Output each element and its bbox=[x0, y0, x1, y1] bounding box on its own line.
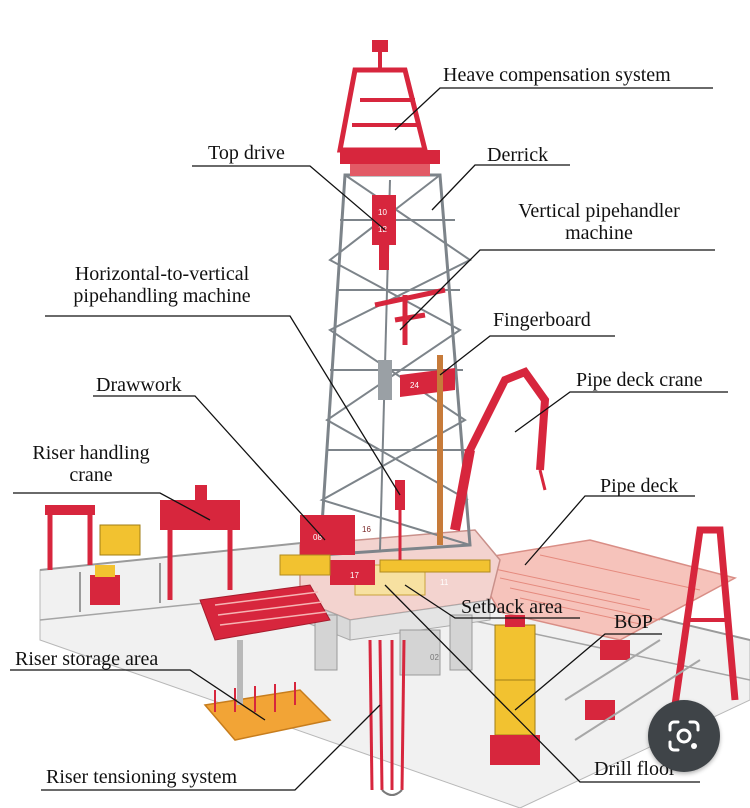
leader-setback bbox=[404, 584, 580, 619]
leader-top-drive bbox=[192, 165, 386, 231]
label-vertical-pipehandler-line1: Vertical pipehandler bbox=[518, 200, 680, 222]
label-vertical-pipehandler-machine: Vertical pipehandler machine bbox=[498, 200, 700, 244]
google-lens-button[interactable] bbox=[648, 700, 720, 772]
label-riser-handling-line1: Riser handling bbox=[32, 442, 150, 464]
label-fingerboard: Fingerboard bbox=[493, 309, 591, 331]
marking-12: 12 bbox=[378, 225, 387, 234]
label-riser-handling-line2: crane bbox=[69, 464, 113, 486]
label-vertical-pipehandler-line2: machine bbox=[565, 222, 633, 244]
top-drive-unit: 10 12 bbox=[372, 195, 396, 270]
label-pipe-deck: Pipe deck bbox=[600, 475, 679, 497]
leader-vertical-pipehandler bbox=[399, 249, 715, 331]
drawwork-unit: 08 17 11 16 bbox=[279, 515, 449, 587]
label-drill-floor: Drill floor bbox=[594, 758, 676, 780]
marking-11: 11 bbox=[440, 578, 449, 587]
right-gantry bbox=[564, 526, 739, 741]
label-heave-compensation-system: Heave compensation system bbox=[443, 64, 671, 86]
leader-drill-floor bbox=[384, 584, 700, 783]
leader-riser-tensioning bbox=[41, 704, 381, 791]
label-bop: BOP bbox=[614, 611, 653, 633]
marking-02: 02 bbox=[430, 653, 439, 662]
marking-24: 24 bbox=[410, 381, 419, 390]
leader-fingerboard bbox=[439, 335, 615, 376]
fingerboard-unit: 24 bbox=[400, 355, 455, 545]
leader-drawwork bbox=[93, 395, 326, 541]
label-riser-handling-crane: Riser handling crane bbox=[15, 442, 167, 486]
riser-tensioning-unit bbox=[368, 639, 406, 796]
leader-horizontal-vertical bbox=[45, 315, 401, 496]
riser-rack bbox=[199, 584, 331, 641]
pipe-deck-crane-unit bbox=[450, 367, 550, 531]
label-pipe-deck-crane: Pipe deck crane bbox=[576, 369, 703, 391]
leader-pipe-deck bbox=[524, 495, 695, 566]
leader-bop bbox=[514, 633, 662, 711]
marking-17: 17 bbox=[350, 571, 359, 580]
bop-unit: 02 bbox=[430, 615, 540, 765]
label-top-drive: Top drive bbox=[208, 142, 285, 164]
vertical-pipehandler-unit bbox=[374, 287, 446, 345]
google-lens-icon bbox=[668, 720, 700, 752]
marking-16: 16 bbox=[362, 525, 371, 534]
substructure bbox=[314, 614, 473, 676]
marking-10: 10 bbox=[378, 208, 387, 217]
label-drawwork: Drawwork bbox=[96, 374, 182, 396]
leader-riser-handling bbox=[13, 492, 211, 521]
leader-heave bbox=[394, 87, 713, 131]
label-riser-tensioning-system: Riser tensioning system bbox=[46, 766, 238, 788]
label-horizontal-vertical-pipehandling-machine: Horizontal-to-vertical pipehandling mach… bbox=[50, 263, 274, 307]
crown-block bbox=[336, 40, 440, 176]
label-horizontal-vertical-line2: pipehandling machine bbox=[73, 285, 251, 307]
riser-handling-crane-unit bbox=[45, 485, 240, 605]
label-setback-area: Setback area bbox=[461, 596, 563, 618]
marking-08: 08 bbox=[313, 533, 322, 542]
leader-derrick bbox=[431, 164, 570, 211]
leader-lines bbox=[10, 87, 728, 791]
leader-riser-storage bbox=[10, 669, 266, 721]
label-horizontal-vertical-line1: Horizontal-to-vertical bbox=[74, 263, 250, 285]
label-derrick: Derrick bbox=[487, 144, 549, 166]
pipe-deck bbox=[468, 539, 738, 641]
label-riser-storage-area: Riser storage area bbox=[15, 648, 159, 670]
riser-storage-unit bbox=[203, 640, 332, 741]
leader-pipe-deck-crane bbox=[514, 391, 728, 433]
